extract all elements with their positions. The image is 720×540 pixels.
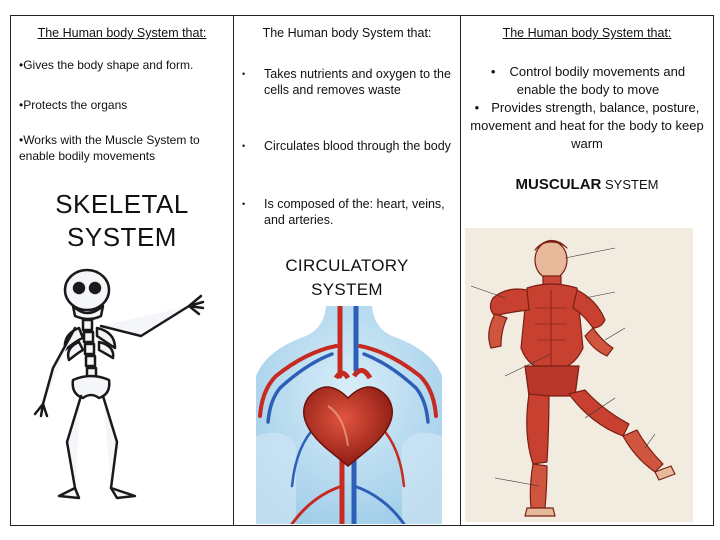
circulatory-item-3-text: Is composed of the: heart, veins, and ar… (264, 197, 445, 227)
muscle-figure-icon (465, 228, 693, 522)
circulatory-title-line1: CIRCULATORY (285, 256, 409, 275)
skeletal-item-2: •Protects the organs (19, 98, 128, 112)
circulatory-item-1: • Takes nutrients and oxygen to the cell… (234, 66, 460, 98)
skeletal-title-line2: SYSTEM (67, 222, 177, 252)
skeleton-icon (33, 268, 205, 500)
bullet-dot: • (474, 100, 480, 115)
muscular-cell: The Human body System that: • Control bod… (460, 15, 714, 526)
skeletal-title-line1: SKELETAL (55, 189, 189, 219)
heart-vessels-icon (256, 306, 442, 524)
muscular-items: • Control bodily movements and enable the… (461, 63, 713, 153)
systems-table: The Human body System that: •Gives the b… (10, 15, 714, 526)
bullet-dot: • (242, 199, 246, 209)
circulatory-item-1-text: Takes nutrients and oxygen to the cells … (264, 67, 451, 97)
skeletal-cell: The Human body System that: •Gives the b… (10, 15, 234, 526)
bullet-dot: • (242, 69, 246, 79)
muscular-title-rest: SYSTEM (601, 177, 659, 192)
bullet-dot: • (242, 141, 246, 151)
muscular-title-bold: MUSCULAR (515, 176, 602, 193)
muscular-item-2-text: Provides strength, balance, posture, mov… (470, 100, 704, 151)
circulatory-title-line2: SYSTEM (311, 280, 383, 299)
skeletal-item-3: •Works with the Muscle System to enable … (19, 133, 200, 163)
muscular-item-1-text: Control bodily movements and enable the … (509, 64, 686, 97)
bullet-dot: • (490, 64, 496, 79)
skeletal-title: SKELETAL SYSTEM (11, 188, 233, 254)
muscular-item-1: • Control bodily movements and enable the… (461, 63, 713, 99)
muscular-title: MUSCULAR SYSTEM (461, 176, 713, 193)
circulatory-title: CIRCULATORY SYSTEM (234, 254, 460, 302)
muscular-header: The Human body System that: (502, 26, 672, 40)
circulatory-item-2: • Circulates blood through the body (234, 138, 460, 154)
circulatory-item-2-text: Circulates blood through the body (264, 139, 451, 153)
skeletal-item-1: •Gives the body shape and form. (19, 58, 194, 72)
circulatory-header: The Human body System that: (262, 26, 432, 40)
circulatory-cell: The Human body System that: • Takes nutr… (233, 15, 461, 526)
skeletal-header: The Human body System that: (37, 26, 207, 40)
muscular-item-2: •Provides strength, balance, posture, mo… (461, 99, 713, 153)
circulatory-item-3: • Is composed of the: heart, veins, and … (234, 196, 460, 228)
